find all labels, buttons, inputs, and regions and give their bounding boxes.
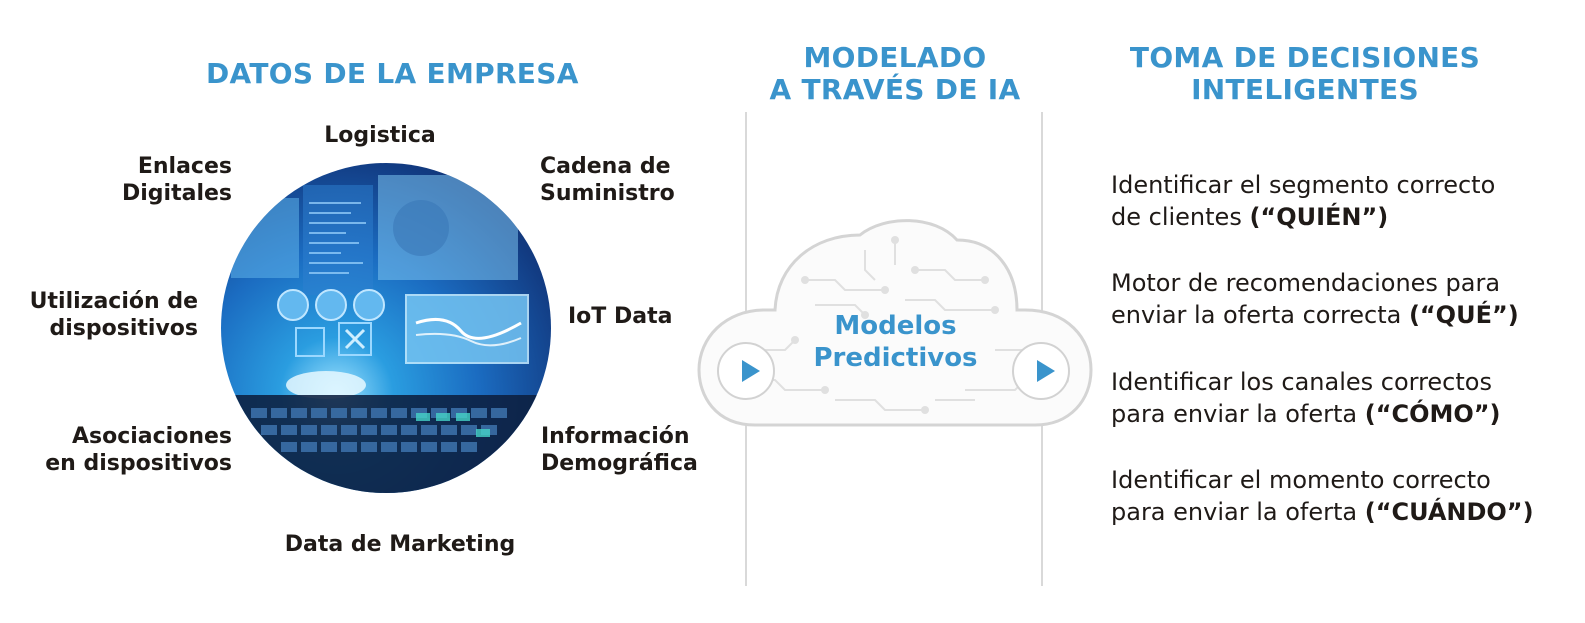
heading-ai-modeling: MODELADO A TRAVÉS DE IA [769,41,1021,106]
heading-company-data: DATOS DE LA EMPRESA [206,57,579,90]
play-icon [717,342,775,400]
decision-what: Motor de recomendaciones para enviar la … [1111,269,1519,329]
source-device-associations: Asociaciones en dispositivos [45,424,232,476]
source-digital-links: Enlaces Digitales [121,154,232,206]
heading-smart-decisions: TOMA DE DECISIONES INTELIGENTES [1129,41,1481,106]
predictive-models-cloud [695,210,1095,435]
cloud-circuit-icon [697,219,1093,427]
source-demographics: Información Demográfica [541,424,698,476]
decision-how: Identificar los canales correctos para e… [1111,368,1501,428]
source-logistics: Logistica [324,123,436,148]
source-device-usage: Utilización de dispositivos [29,289,198,341]
data-sources-circle-image [221,163,551,493]
tech-dashboard-illustration [221,175,551,493]
predictive-models-label: Modelos Predictivos [813,311,978,373]
source-marketing: Data de Marketing [284,532,516,557]
decision-who: Identificar el segmento correcto de clie… [1111,171,1496,231]
play-icon [1012,342,1070,400]
decision-when: Identificar el momento correcto para env… [1111,466,1534,526]
source-supply-chain: Cadena de Suministro [540,154,675,206]
source-iot-data: IoT Data [568,304,673,329]
